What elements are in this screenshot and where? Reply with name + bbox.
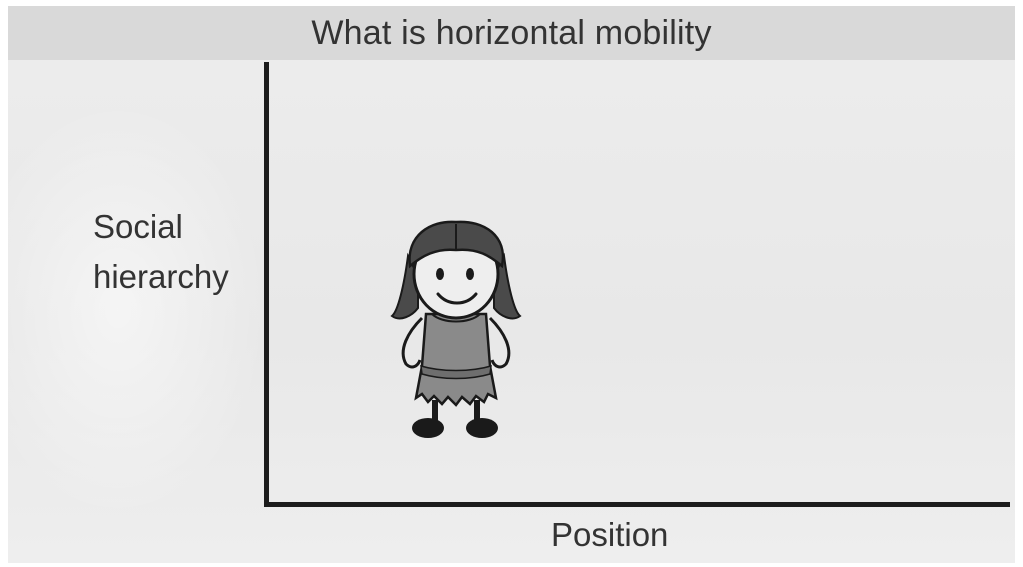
- left-leg: [432, 400, 438, 422]
- girl-figure-icon: [390, 220, 522, 438]
- x-axis-label: Position: [551, 516, 669, 553]
- left-arm: [401, 316, 424, 369]
- right-leg: [474, 400, 480, 422]
- diagram-panel: [8, 60, 1015, 563]
- background-glow: [8, 100, 268, 520]
- right-arm: [488, 316, 511, 369]
- hair-back: [390, 252, 419, 320]
- y-axis-label-line-2: hierarchy: [93, 258, 229, 295]
- y-axis-line: [264, 62, 269, 506]
- y-axis-label-line-1: Social: [93, 208, 183, 245]
- dress: [414, 312, 498, 407]
- x-axis-line: [264, 502, 1010, 507]
- right-eye: [466, 268, 474, 280]
- left-shoe: [412, 418, 444, 438]
- title-bar: What is horizontal mobility: [8, 6, 1015, 60]
- waist-band: [420, 364, 492, 380]
- left-eye: [436, 268, 444, 280]
- y-axis-label: Social hierarchy: [93, 202, 229, 302]
- hair-back-right: [493, 252, 522, 320]
- neckline: [431, 313, 481, 323]
- slide-title: What is horizontal mobility: [311, 13, 712, 52]
- right-shoe: [466, 418, 498, 438]
- smile: [436, 292, 478, 305]
